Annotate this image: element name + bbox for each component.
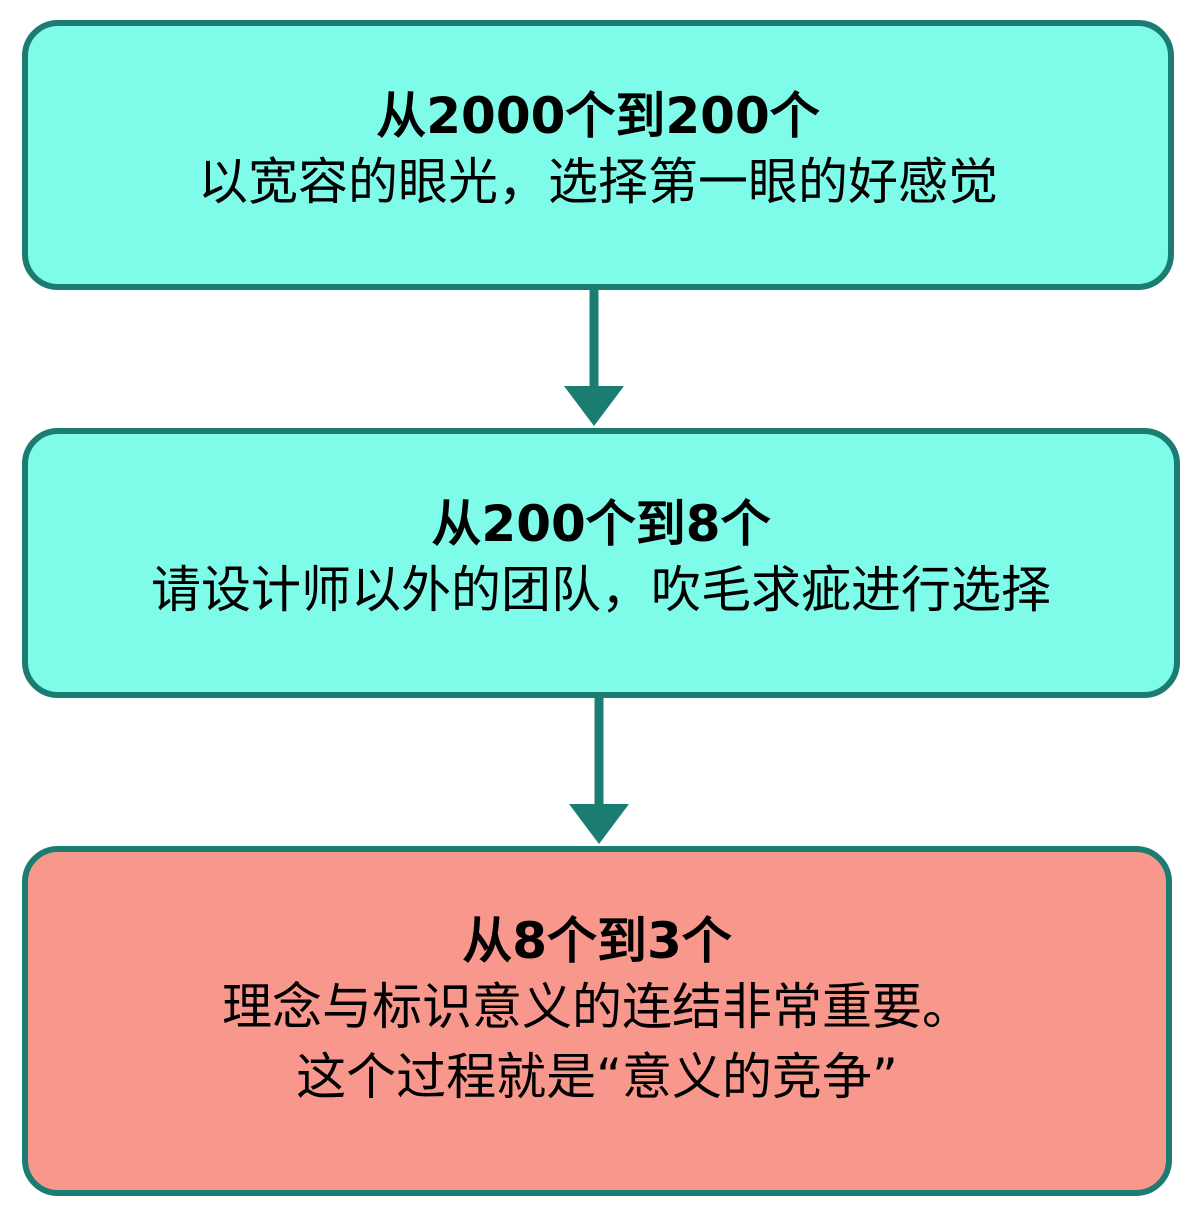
arrow-down-2 bbox=[569, 696, 629, 844]
step-1-title: 从2000个到200个 bbox=[376, 86, 820, 145]
step-2-title: 从200个到8个 bbox=[431, 494, 771, 553]
step-1-description: 以宽容的眼光，选择第一眼的好感觉 bbox=[198, 153, 998, 212]
step-3-title: 从8个到3个 bbox=[462, 911, 732, 970]
step-3-box: 从8个到3个 理念与标识意义的连结非常重要。 这个过程就是“意义的竞争” bbox=[22, 846, 1172, 1196]
step-2-box: 从200个到8个 请设计师以外的团队，吹毛求疵进行选择 bbox=[22, 428, 1180, 698]
step-2-description: 请设计师以外的团队，吹毛求疵进行选择 bbox=[151, 561, 1051, 620]
step-1-box: 从2000个到200个 以宽容的眼光，选择第一眼的好感觉 bbox=[22, 20, 1174, 290]
step-3-description-line-2: 这个过程就是“意义的竞争” bbox=[296, 1048, 898, 1107]
arrow-down-1 bbox=[564, 288, 624, 426]
step-3-description-line-1: 理念与标识意义的连结非常重要。 bbox=[222, 978, 972, 1037]
